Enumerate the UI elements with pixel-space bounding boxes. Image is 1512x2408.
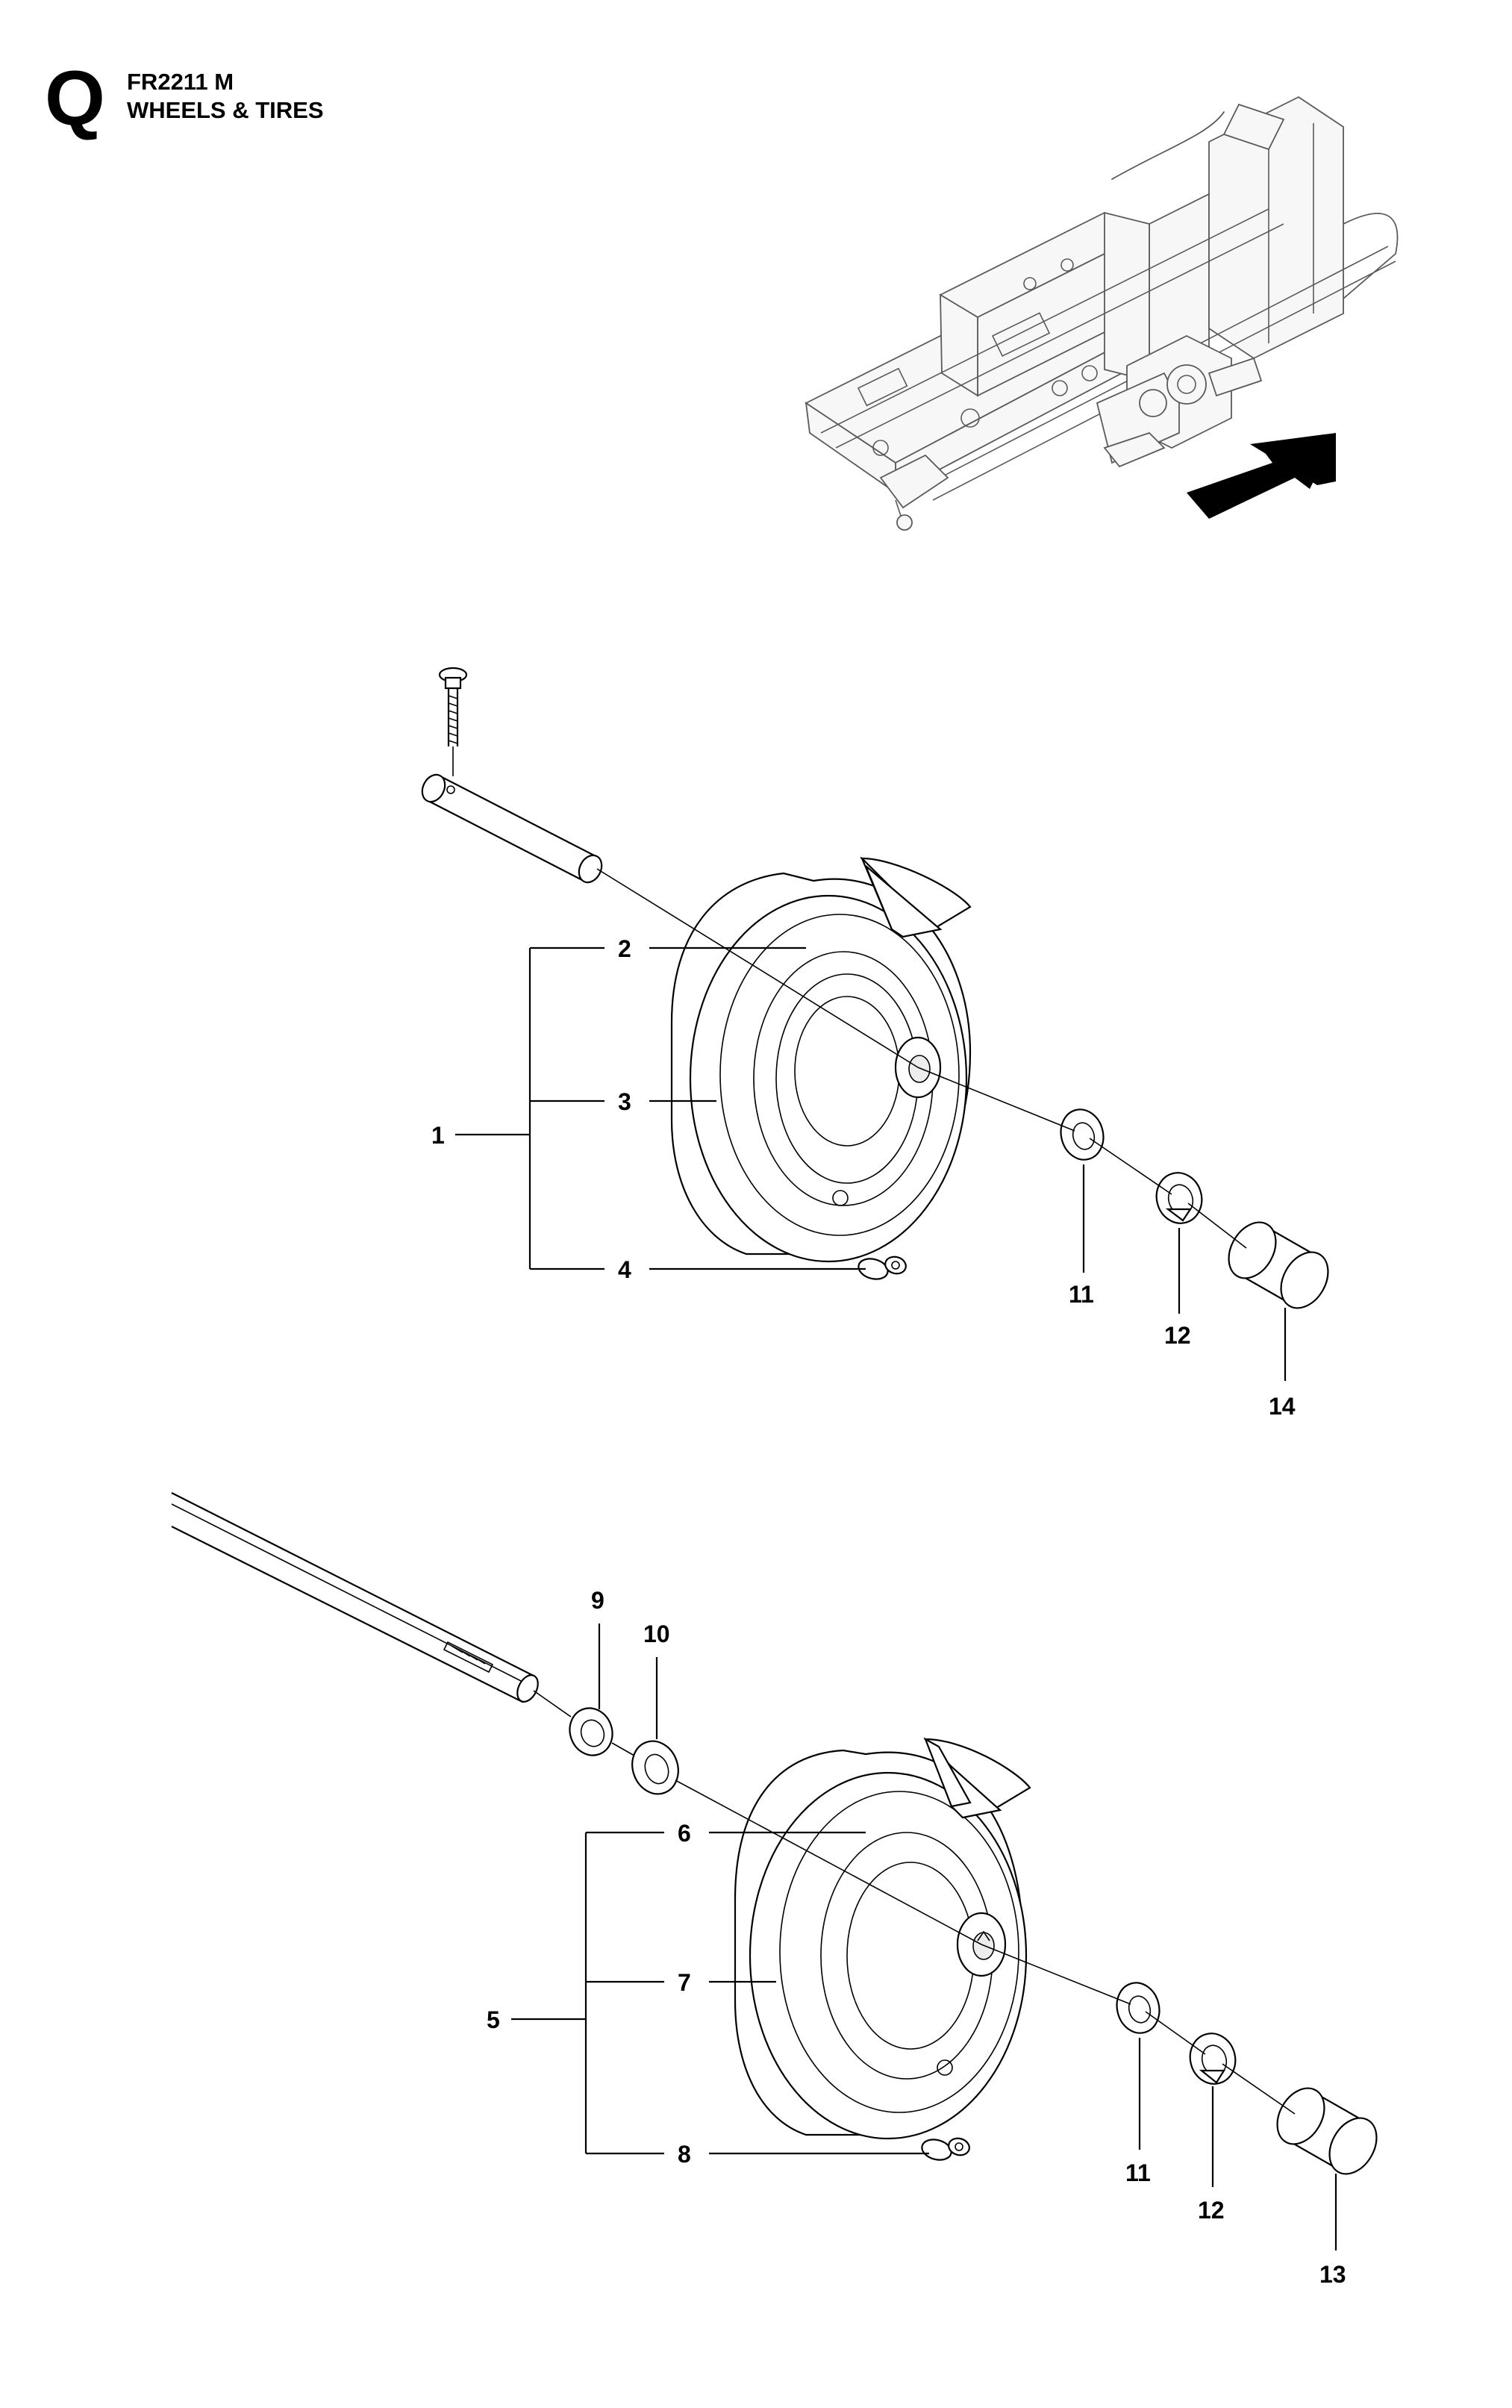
callout-13: 13 xyxy=(1319,2261,1346,2288)
callout-11: 11 xyxy=(1069,1281,1094,1308)
callout-4: 4 xyxy=(618,1256,631,1283)
wheel-tire-part xyxy=(734,1737,1031,2140)
tractor-frame-icon xyxy=(805,96,1399,531)
e-clip-part xyxy=(1189,2033,1237,2085)
callout-12: 12 xyxy=(1164,1322,1191,1349)
callout-11: 11 xyxy=(1125,2159,1151,2186)
lower-wheel-assembly xyxy=(171,1492,1378,2175)
upper-callout-leaders xyxy=(455,946,1287,1381)
callout-7: 7 xyxy=(678,1969,691,1996)
axle-shaft-part xyxy=(171,1492,539,1703)
end-cap-part xyxy=(1276,2087,1378,2175)
section-title: WHEELS & TIRES xyxy=(127,97,324,123)
wheel-tire-part xyxy=(670,856,972,1263)
callout-12: 12 xyxy=(1198,2197,1225,2224)
callout-8: 8 xyxy=(678,2141,691,2168)
section-letter: Q xyxy=(45,55,105,142)
callout-14: 14 xyxy=(1269,1393,1296,1420)
callout-3: 3 xyxy=(618,1088,631,1115)
upper-wheel-assembly xyxy=(421,667,1329,1309)
spacer-part xyxy=(631,1740,679,1795)
callout-5: 5 xyxy=(487,2006,500,2033)
end-cap-part xyxy=(1228,1221,1329,1309)
grease-fitting-part xyxy=(857,1256,907,1280)
callout-10: 10 xyxy=(643,1621,670,1647)
callout-6: 6 xyxy=(678,1820,691,1847)
washer-part xyxy=(569,1707,613,1756)
arrow-icon xyxy=(1187,433,1336,519)
callout-9: 9 xyxy=(591,1587,605,1614)
washer-part xyxy=(1116,1982,1160,2034)
model-code: FR2211 M xyxy=(127,69,234,95)
bolt-part xyxy=(438,667,468,776)
axle-pin-part xyxy=(421,773,603,884)
callout-2: 2 xyxy=(618,935,631,962)
washer-part xyxy=(1060,1108,1105,1161)
lower-callout-leaders xyxy=(511,1623,1337,2251)
callout-1: 1 xyxy=(431,1122,445,1149)
diagram-header: Q FR2211 M WHEELS & TIRES xyxy=(45,60,493,142)
e-clip-part xyxy=(1155,1172,1203,1224)
grease-fitting-part xyxy=(921,2137,970,2161)
